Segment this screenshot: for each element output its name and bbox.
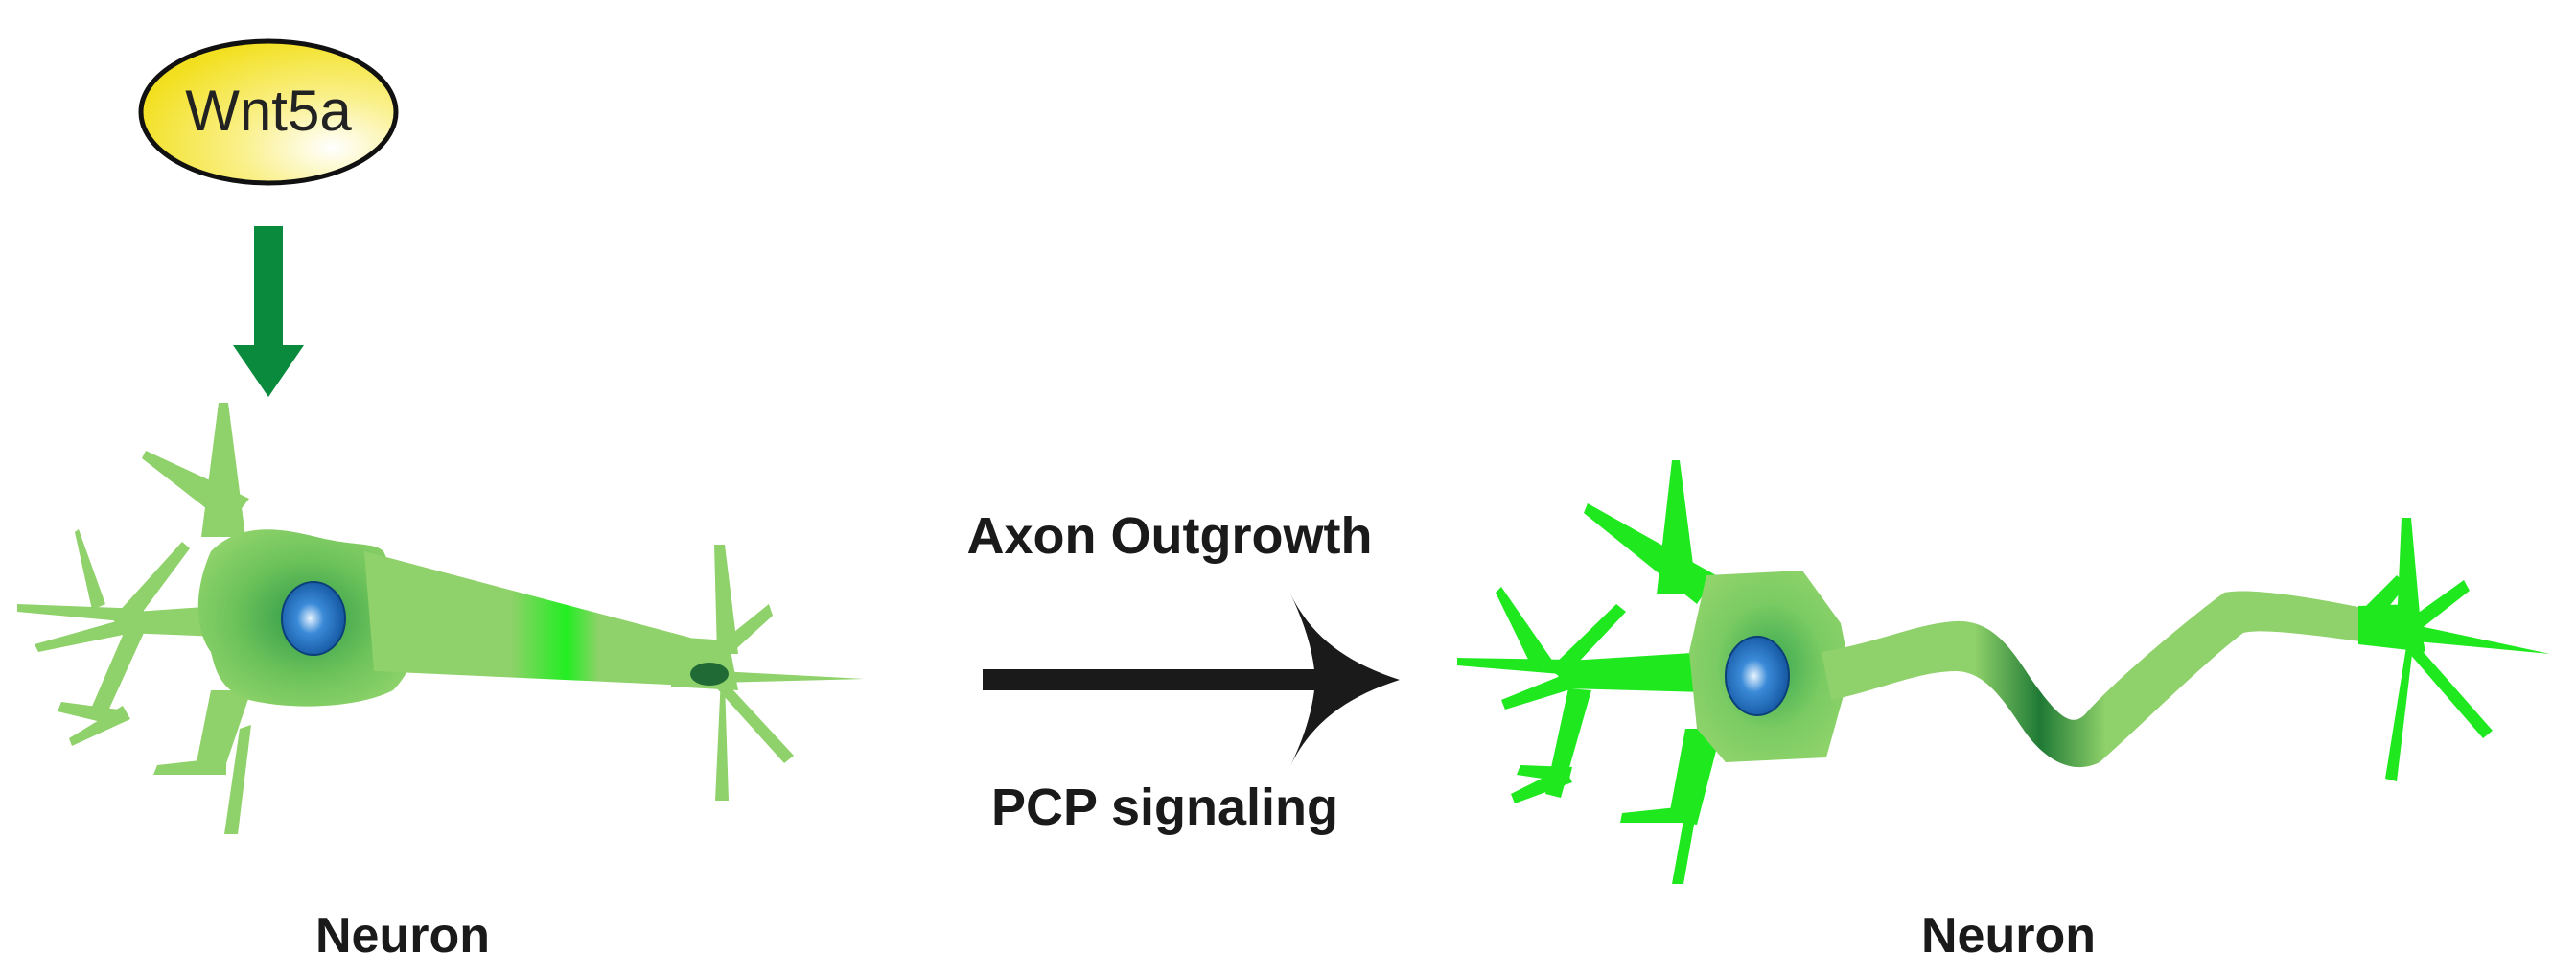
neuron-1-label: Neuron [315, 908, 490, 964]
process-bottom-label: PCP signaling [991, 779, 1338, 836]
process-top-label: Axon Outgrowth [967, 507, 1373, 565]
neuron-1: Neuron [17, 403, 865, 964]
neuron-2: Neuron [1457, 460, 2550, 964]
process-arrow: Axon Outgrowth PCP signaling [967, 507, 1400, 836]
signal-arrow [233, 226, 304, 397]
wnt5a-label: Wnt5a [185, 79, 352, 143]
wnt5a-ligand: Wnt5a [138, 38, 399, 186]
neuron-2-label: Neuron [1921, 908, 2096, 964]
